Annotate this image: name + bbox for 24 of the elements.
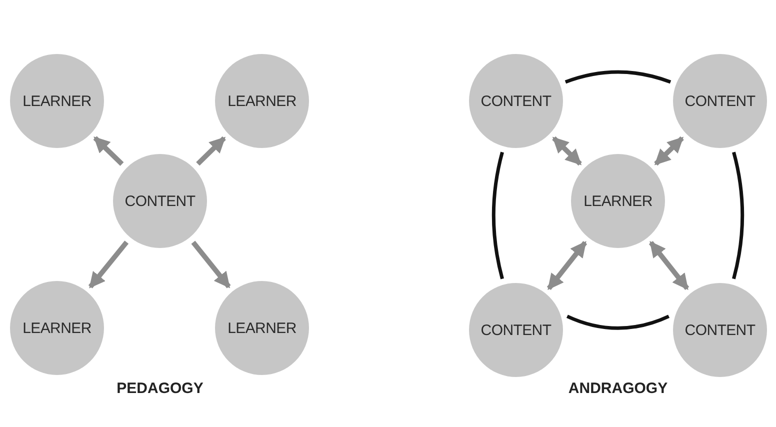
connecting-arc bbox=[492, 152, 504, 280]
diagram-caption: PEDAGOGY bbox=[116, 380, 204, 397]
node-label: LEARNER bbox=[228, 320, 296, 336]
connecting-arc bbox=[564, 70, 672, 84]
arrow bbox=[648, 241, 690, 290]
diagram-caption: ANDRAGOGY bbox=[568, 380, 668, 397]
arrow bbox=[93, 136, 124, 166]
arrow bbox=[191, 240, 231, 288]
node-label: LEARNER bbox=[22, 320, 92, 336]
arrow bbox=[88, 240, 129, 288]
node-label: LEARNER bbox=[22, 92, 92, 110]
node-label: LEARNER bbox=[228, 92, 296, 110]
arrow bbox=[546, 241, 588, 290]
node-label: CONTENT bbox=[480, 92, 552, 110]
arrow bbox=[196, 136, 226, 166]
node-label: CONTENT bbox=[480, 322, 552, 338]
node-label: CONTENT bbox=[684, 92, 756, 110]
arrow bbox=[552, 136, 582, 166]
node-label: CONTENT bbox=[124, 192, 196, 210]
connecting-arc bbox=[566, 314, 670, 330]
arrow bbox=[654, 136, 684, 166]
node-label: LEARNER bbox=[584, 192, 652, 210]
node-label: CONTENT bbox=[684, 322, 756, 338]
connecting-arc bbox=[732, 152, 744, 280]
